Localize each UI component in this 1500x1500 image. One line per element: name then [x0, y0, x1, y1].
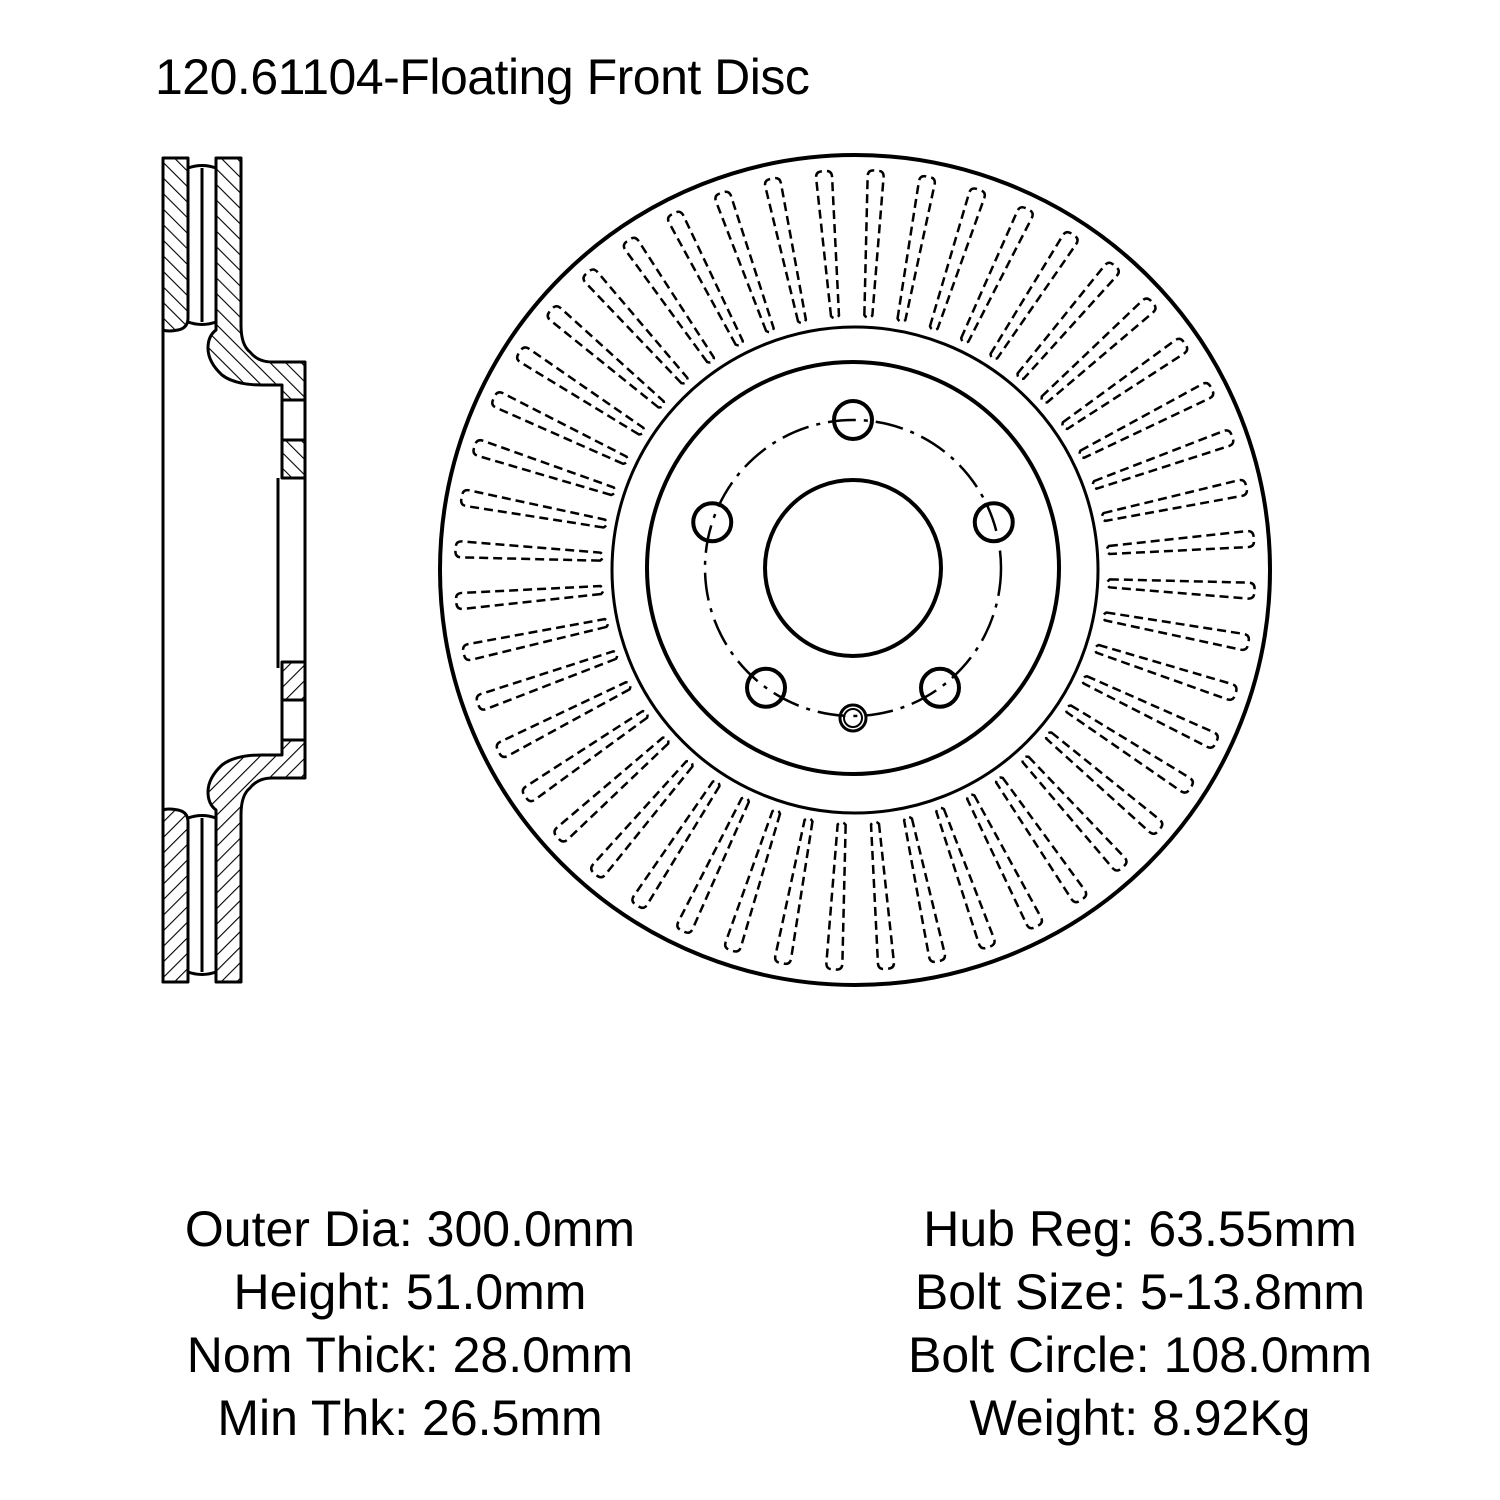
vane-slot: [1105, 529, 1256, 556]
vane-slot: [461, 617, 610, 662]
vane-slot: [622, 236, 716, 364]
vane-slot: [1040, 297, 1157, 404]
hat-web-segment: [280, 438, 307, 480]
vane-slot: [814, 169, 841, 320]
vane-slot: [1093, 643, 1238, 702]
inner-rim-circle: [610, 325, 1100, 815]
spec-outer-dia: Outer Dia: 300.0mm: [184, 1201, 636, 1257]
vane-slot: [989, 230, 1079, 361]
vane-slot: [825, 820, 847, 971]
vane-slot: [714, 190, 775, 334]
bolt-circle: [703, 418, 1003, 718]
vane-slot: [1021, 755, 1128, 872]
bolt-hole: [832, 399, 874, 441]
spec-bolt-circle: Bolt Circle: 108.0mm: [907, 1327, 1373, 1383]
vane-slot: [454, 584, 605, 611]
vane-slot: [521, 709, 649, 803]
vane-slot: [1061, 337, 1189, 431]
vane-slot: [869, 820, 896, 971]
vane-slot: [896, 174, 937, 324]
vane-slot: [965, 793, 1044, 930]
vane-slot: [491, 391, 629, 466]
vane-slot: [863, 169, 885, 320]
front-view: [438, 153, 1272, 987]
vane-slot: [454, 540, 605, 562]
vane-slot: [666, 210, 745, 347]
spec-weight: Weight: 8.92Kg: [969, 1390, 1311, 1446]
bolt-hole: [745, 666, 788, 709]
spec-bolt-size: Bolt Size: 5-13.8mm: [914, 1264, 1366, 1320]
inner-friction-plate-and-hat: [206, 156, 307, 402]
vane-slot: [1044, 731, 1164, 835]
spec-height: Height: 51.0mm: [233, 1264, 587, 1320]
vane-slot: [472, 438, 617, 497]
vane-slot: [1081, 674, 1219, 749]
vane-slot: [495, 680, 632, 759]
vane-slot: [928, 187, 987, 332]
vane-slot: [1100, 478, 1249, 523]
spec-nom-thick: Nom Thick: 28.0mm: [186, 1327, 634, 1383]
vane-slot: [676, 796, 751, 934]
bolt-hole: [918, 666, 961, 709]
vane-slot: [1101, 611, 1251, 652]
page-title: 120.61104-Floating Front Disc: [155, 49, 810, 105]
hat-circle: [645, 360, 1061, 776]
vane-slot: [546, 305, 666, 409]
vane-slot: [590, 759, 694, 879]
vane-slot: [723, 808, 782, 953]
vane-slot: [475, 650, 619, 711]
vane-slot: [582, 268, 689, 385]
locator-hole-inner: [843, 708, 863, 728]
vane-slot: [773, 816, 814, 966]
vane-slot: [994, 776, 1088, 904]
outer-friction-plate: [161, 156, 190, 333]
center-bore-circle: [763, 478, 943, 658]
vane-slot: [959, 206, 1034, 344]
vane-slot: [1016, 261, 1120, 381]
vane-slot: [553, 736, 670, 843]
vane-slot: [935, 806, 996, 950]
vane-slot: [763, 176, 808, 325]
specs-right: Hub Reg: 63.55mm Bolt Size: 5-13.8mm Bol…: [880, 1198, 1400, 1450]
specs-left: Outer Dia: 300.0mm Height: 51.0mm Nom Th…: [140, 1198, 680, 1450]
vane-slot: [1105, 578, 1256, 600]
vane-slot: [902, 815, 947, 964]
section-bottom-half: [161, 660, 307, 984]
spec-min-thk: Min Thk: 26.5mm: [217, 1390, 603, 1446]
outer-diameter-circle: [438, 153, 1272, 987]
bolt-hole: [972, 501, 1015, 544]
section-view: [161, 156, 307, 984]
spec-hub-reg: Hub Reg: 63.55mm: [923, 1201, 1357, 1257]
vane-slot: [1064, 704, 1195, 794]
section-top-half: [161, 156, 307, 480]
vane-slot: [1078, 381, 1215, 460]
bolt-holes: [691, 399, 1015, 709]
vane-slot: [459, 488, 609, 529]
locator-hole: [838, 703, 868, 733]
vane-slot: [631, 779, 721, 910]
vane-slot: [1091, 429, 1235, 490]
vane-slot: [515, 346, 646, 436]
bolt-hole: [691, 501, 734, 544]
cooling-vanes: [454, 169, 1256, 971]
